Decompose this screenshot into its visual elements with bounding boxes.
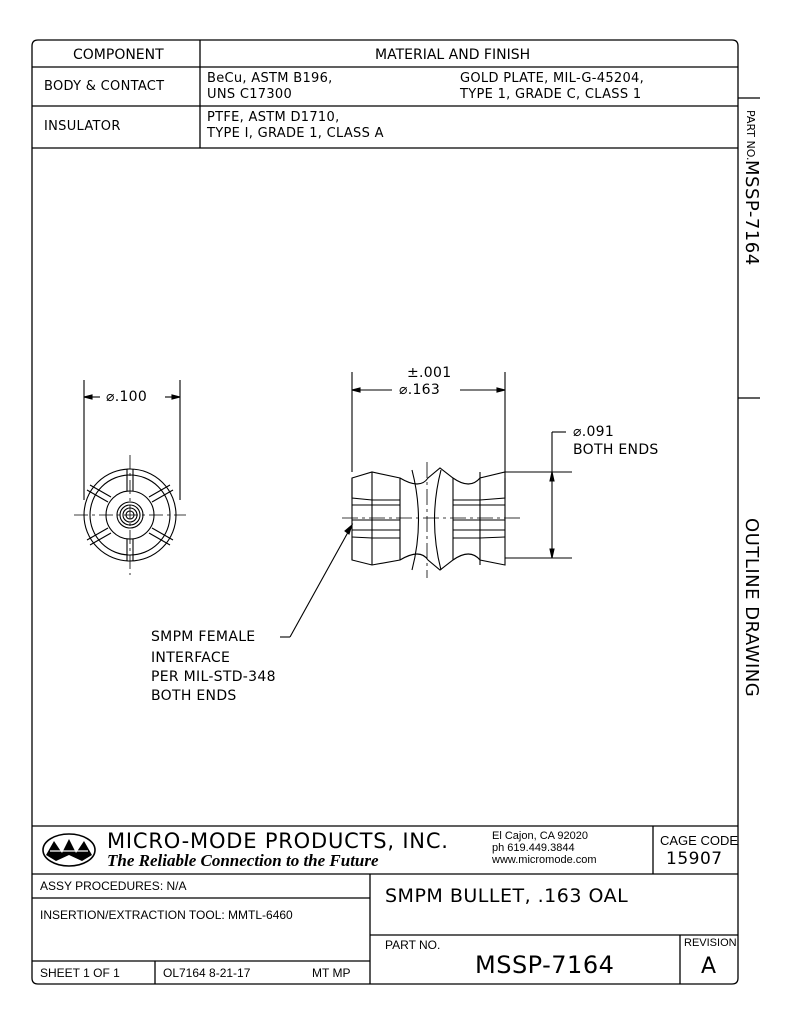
row-body-finish-2: TYPE 1, GRADE C, CLASS 1 — [460, 87, 642, 102]
revision-letter: A — [701, 954, 717, 979]
side-view — [280, 372, 572, 638]
interface-note-line-1: SMPM FEMALE — [151, 629, 256, 645]
row-body-finish-1: GOLD PLATE, MIL-G-45204, — [460, 71, 645, 86]
row-insulator-material-1: PTFE, ASTM D1710, — [207, 110, 340, 125]
side-part-no-label: PART NO. — [744, 110, 757, 161]
end-view-diameter: ⌀.100 — [106, 389, 148, 405]
revision-label: REVISION — [684, 937, 737, 949]
interface-note-line-4: BOTH ENDS — [151, 688, 237, 704]
header-material-finish: MATERIAL AND FINISH — [375, 47, 531, 63]
cage-code-label: CAGE CODE — [660, 833, 739, 848]
insertion-tool: INSERTION/EXTRACTION TOOL: MMTL-6460 — [40, 908, 293, 922]
row-insulator-component: INSULATOR — [44, 119, 121, 134]
header-component: COMPONENT — [73, 47, 164, 63]
part-number: MSSP-7164 — [475, 951, 615, 979]
assy-procedures: ASSY PROCEDURES: N/A — [40, 879, 187, 893]
interface-note-line-2: INTERFACE — [151, 650, 231, 666]
diameter-dimension-note: BOTH ENDS — [573, 442, 659, 458]
part-no-label: PART NO. — [385, 938, 441, 952]
side-drawing-type: OUTLINE DRAWING — [741, 518, 762, 698]
cage-code: 15907 — [666, 849, 723, 869]
length-tolerance: ±.001 — [407, 365, 452, 381]
diameter-dimension: ⌀.091 — [573, 424, 615, 440]
side-part-no: MSSP-7164 — [741, 160, 762, 266]
length-dimension: ⌀.163 — [399, 382, 441, 398]
company-name: MICRO-MODE PRODUCTS, INC. — [107, 829, 449, 853]
row-body-component: BODY & CONTACT — [44, 79, 165, 94]
company-tagline: The Reliable Connection to the Future — [107, 851, 379, 870]
address-line-1: El Cajon, CA 92020 — [492, 830, 589, 842]
drawing-title: SMPM BULLET, .163 OAL — [385, 885, 629, 907]
initials: MT MP — [312, 966, 351, 980]
company-logo — [42, 833, 96, 867]
row-body-material-2: UNS C17300 — [207, 87, 293, 102]
drawing-reference: OL7164 8-21-17 — [163, 966, 251, 980]
sheet-count: SHEET 1 OF 1 — [40, 966, 120, 980]
end-view — [74, 380, 186, 575]
interface-note-line-3: PER MIL-STD-348 — [151, 669, 276, 685]
address-line-2: ph 619.449.3844 — [492, 842, 575, 854]
row-insulator-material-2: TYPE I, GRADE 1, CLASS A — [207, 126, 384, 141]
address-line-3: www.micromode.com — [492, 854, 597, 866]
row-body-material-1: BeCu, ASTM B196, — [207, 71, 333, 86]
